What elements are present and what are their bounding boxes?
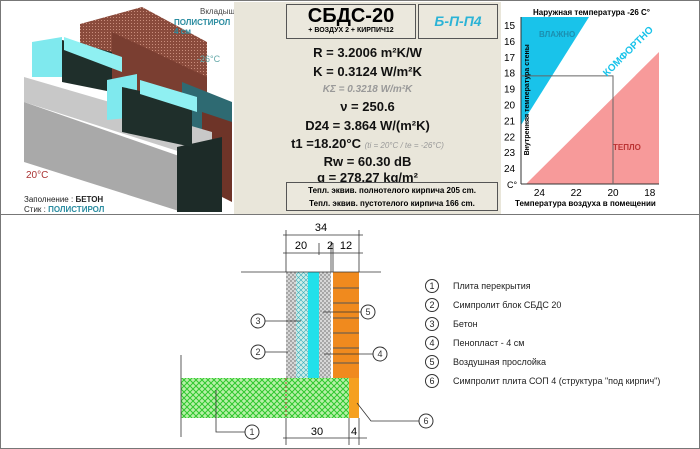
chart-title: Наружная температура -26 C° — [533, 8, 650, 17]
x-axis-label: Температура воздуха в помещении — [515, 199, 656, 208]
r-value: R = 3.2006 m²K/W — [313, 45, 422, 60]
fill-label: Заполнение : — [24, 195, 74, 204]
y-tick-label: 17 — [504, 53, 516, 64]
callout-3: 3 — [255, 316, 260, 326]
legend-text: Симпролит блок СБДС 20 — [453, 300, 562, 310]
x-tick-label: 24 — [534, 188, 546, 199]
layer-foam — [308, 272, 319, 378]
layer-block-outer — [319, 272, 331, 378]
product-sub: + ВОЗДУХ 2 + КИРПИЧ12 — [308, 27, 394, 34]
insert-material: ПОЛИСТИРОЛ 4 см — [174, 18, 231, 36]
d24-value: D24 = 3.864 W/(m²K) — [305, 118, 430, 133]
legend-item: 4 Пенопласт - 4 см — [425, 336, 524, 350]
legend-text: Воздушная прослойка — [453, 357, 547, 367]
callout-2: 2 — [255, 347, 260, 357]
wall-section-svg: 34 20 2 12 30 4 1 2 3 4 5 6 — [180, 222, 434, 445]
inside-temp: 20°C — [26, 170, 49, 181]
y-axis-label: Внутренняя температура стены — [524, 44, 531, 155]
callout-1: 1 — [249, 427, 254, 437]
dim-total: 34 — [315, 222, 327, 234]
legend-item: 2 Симпролит блок СБДС 20 — [425, 298, 561, 312]
outside-temp: -26°C — [197, 54, 221, 64]
sop-plate — [349, 378, 359, 418]
fill-value: БЕТОН — [75, 195, 104, 204]
humid-region — [521, 17, 589, 126]
t1-value: t1 =18.20°C — [291, 136, 361, 151]
legend-number: 5 — [425, 355, 439, 369]
warm-region — [526, 51, 659, 184]
y-tick-label: 23 — [504, 148, 516, 159]
x-tick-label: 22 — [571, 188, 583, 199]
marker-lines — [521, 75, 614, 184]
insert-title: Вкладыш — [200, 7, 235, 16]
k-sigma-value: KΣ = 0.3218 W/m²K — [322, 84, 413, 95]
y-tick-label: 20 — [504, 100, 516, 111]
legend-item: 5 Воздушная прослойка — [425, 355, 546, 369]
layer-concrete — [296, 272, 308, 378]
wall-layers — [181, 272, 359, 418]
layer-block — [286, 272, 296, 378]
legend-text: Плита перекрытия — [453, 281, 531, 291]
joint-value: ПОЛИСТИРОЛ — [48, 205, 105, 214]
callout-4: 4 — [377, 349, 382, 359]
floor-slab — [181, 378, 349, 418]
k-value: K = 0.3124 W/m²K — [313, 64, 422, 79]
legend-number: 4 — [425, 336, 439, 350]
y-tick-label: 21 — [504, 116, 516, 127]
equiv-hollow: Тепл. эквив. пустотелого кирпича 166 cm. — [309, 199, 475, 208]
x-unit: C° — [507, 180, 517, 190]
product-name: СБДС-20 — [307, 5, 395, 27]
callout-6: 6 — [423, 416, 428, 426]
joint-label: Стик : — [24, 205, 46, 214]
t1-note: (ti = 20°C / te = -26°C) — [364, 141, 444, 150]
y-tick-label: 18 — [504, 69, 516, 80]
y-tick-label: 24 — [504, 164, 516, 175]
rw-value: Rw = 60.30 dB — [323, 154, 412, 169]
nu-value: ν = 250.6 — [340, 99, 395, 114]
region-warm-label: ТЕПЛО — [613, 143, 641, 152]
legend-text: Симпролит плита СОП 4 (структура "под ки… — [453, 376, 661, 386]
legend-item: 1 Плита перекрытия — [425, 279, 531, 293]
properties-panel: СБДС-20 + ВОЗДУХ 2 + КИРПИЧ12 Б-П-П4 R =… — [234, 2, 501, 214]
legend-item: 6 Симпролит плита СОП 4 (структура "под к… — [425, 374, 660, 388]
dim-brick: 12 — [340, 240, 352, 252]
callout-5: 5 — [365, 307, 370, 317]
legend-number: 6 — [425, 374, 439, 388]
product-code: Б-П-П4 — [418, 4, 498, 39]
equiv-full: Тепл. эквив. полнотелого кирпича 205 cm. — [308, 186, 476, 195]
x-tick-label: 18 — [644, 188, 656, 199]
region-humid-label: ВЛАЖНО — [539, 30, 575, 39]
legend-number: 2 — [425, 298, 439, 312]
block-illustration: Вкладыш ПОЛИСТИРОЛ 4 см -26°C 20°C Запол… — [2, 2, 235, 214]
legend-number: 3 — [425, 317, 439, 331]
legend-number: 1 — [425, 279, 439, 293]
y-tick-label: 19 — [504, 85, 516, 96]
dim-block: 20 — [295, 240, 307, 252]
x-tick-label: 20 — [607, 188, 619, 199]
block-3d-image — [24, 7, 232, 212]
q-value: q = 278.27 kg/m² — [317, 170, 418, 185]
legend-text: Бетон — [453, 319, 478, 329]
equivalence-box: Тепл. эквив. полнотелого кирпича 205 cm.… — [286, 182, 498, 211]
y-tick-label: 22 — [504, 132, 516, 143]
top-panel: Вкладыш ПОЛИСТИРОЛ 4 см -26°C 20°C Запол… — [0, 0, 700, 215]
legend-item: 3 Бетон — [425, 317, 478, 331]
dim-plate: 4 — [351, 426, 357, 438]
y-tick-label: 16 — [504, 37, 516, 48]
y-tick-label: 15 — [504, 21, 516, 32]
dim-air: 2 — [327, 240, 333, 252]
dim-slab: 30 — [311, 426, 323, 438]
layer-brick — [333, 272, 359, 378]
legend-text: Пенопласт - 4 см — [453, 338, 525, 348]
product-box: СБДС-20 + ВОЗДУХ 2 + КИРПИЧ12 — [286, 4, 416, 39]
